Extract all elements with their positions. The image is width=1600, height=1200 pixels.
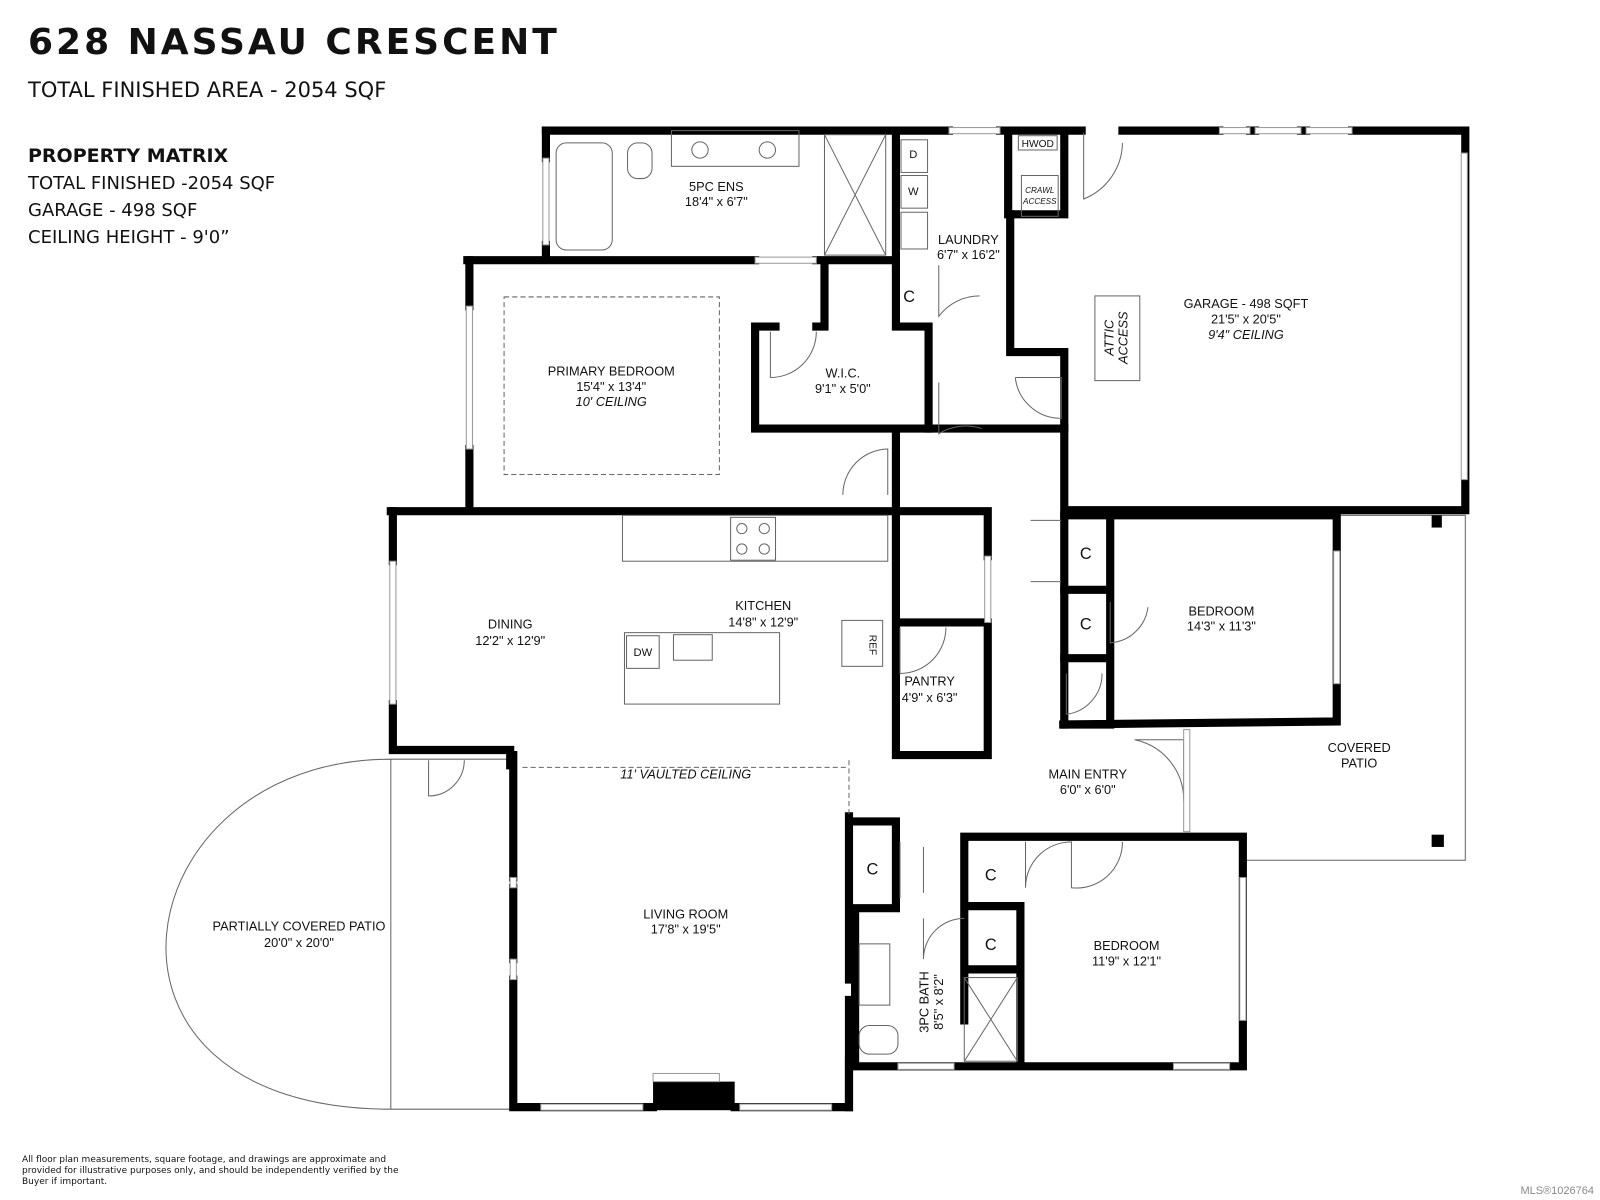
fixtures bbox=[428, 130, 1185, 1062]
room-label: PRIMARY BEDROOM bbox=[548, 364, 675, 379]
room-dims: 20'0" x 20'0" bbox=[264, 935, 334, 950]
page-title: 628 NASSAU CRESCENT bbox=[28, 22, 560, 63]
room-dims: 14'8" x 12'9" bbox=[728, 615, 798, 630]
room-label: LAUNDRY bbox=[938, 232, 999, 247]
crawl-label: CRAWL bbox=[1025, 186, 1054, 195]
closet-label: C bbox=[1080, 545, 1092, 563]
room-label: PARTIALLY COVERED PATIO bbox=[213, 919, 386, 934]
washer-label: W bbox=[908, 186, 919, 198]
closet-label: C bbox=[985, 936, 997, 954]
disclaimer: All floor plan measurements, square foot… bbox=[22, 1155, 399, 1187]
room-label: BEDROOM bbox=[1188, 603, 1254, 618]
crawl-label: ACCESS bbox=[1022, 197, 1057, 206]
vaulted-ceiling-label: 11' VAULTED CEILING bbox=[620, 767, 751, 782]
closet-label: C bbox=[903, 288, 915, 306]
attic-label: ATTIC bbox=[1101, 319, 1116, 357]
closet-label: C bbox=[1080, 616, 1092, 634]
closet-label: C bbox=[985, 867, 997, 885]
hwod-label: HWOD bbox=[1022, 139, 1054, 150]
property-matrix: PROPERTY MATRIX TOTAL FINISHED -2054 SQF… bbox=[28, 143, 275, 251]
patio-outline bbox=[165, 758, 392, 1110]
room-dims: 11'9" x 12'1" bbox=[1092, 953, 1161, 968]
room-label: MAIN ENTRY bbox=[1049, 767, 1128, 782]
room-dims: 6'0" x 6'0" bbox=[1060, 782, 1116, 797]
matrix-line: TOTAL FINISHED -2054 SQF bbox=[28, 173, 276, 194]
room-label: W.I.C. bbox=[825, 366, 860, 381]
room-dims: 6'7" x 16'2" bbox=[937, 247, 1000, 262]
room-label: 3PC BATH bbox=[917, 971, 932, 1032]
room-label: LIVING ROOM bbox=[643, 906, 728, 921]
room-label: KITCHEN bbox=[735, 598, 791, 613]
mls-number: MLS®1026764 bbox=[1520, 1185, 1594, 1197]
room-label: 5PC ENS bbox=[689, 179, 744, 194]
room-dims: 12'2" x 12'9" bbox=[475, 633, 545, 648]
matrix-heading: PROPERTY MATRIX bbox=[28, 145, 229, 167]
room-dims: 18'4" x 6'7" bbox=[685, 194, 748, 209]
matrix-line: CEILING HEIGHT - 9'0” bbox=[28, 227, 230, 248]
room-label: BEDROOM bbox=[1094, 938, 1160, 953]
room-label: COVERED bbox=[1328, 740, 1391, 755]
room-label: PANTRY bbox=[904, 674, 955, 689]
room-dims: 9'1" x 5'0" bbox=[815, 381, 871, 396]
room-dims: 8'5" x 8'2" bbox=[931, 974, 946, 1030]
windows bbox=[389, 127, 1468, 1111]
room-label: GARAGE - 498 SQFT bbox=[1184, 296, 1309, 311]
attic-label: ACCESS bbox=[1116, 311, 1131, 365]
room-ceiling: 10' CEILING bbox=[576, 394, 647, 409]
room-label: DINING bbox=[488, 617, 533, 632]
fridge-label: REF bbox=[866, 635, 877, 655]
room-dims: 15'4" x 13'4" bbox=[576, 379, 646, 394]
dryer-label: D bbox=[909, 149, 917, 161]
covered-patio-outline bbox=[1242, 514, 1466, 861]
room-dims: 14'3" x 11'3" bbox=[1187, 619, 1256, 634]
dishwasher-label: DW bbox=[634, 647, 653, 659]
total-area: TOTAL FINISHED AREA - 2054 SQF bbox=[28, 78, 387, 102]
room-label: PATIO bbox=[1341, 755, 1377, 770]
room-dims: 4'9" x 6'3" bbox=[902, 690, 958, 705]
room-dims: 21'5" x 20'5" bbox=[1211, 311, 1281, 326]
room-ceiling: 9'4" CEILING bbox=[1208, 327, 1284, 342]
closet-label: C bbox=[867, 860, 879, 878]
matrix-line: GARAGE - 498 SQF bbox=[28, 200, 198, 221]
walls bbox=[386, 126, 1470, 1112]
room-dims: 17'8" x 19'5" bbox=[651, 922, 721, 937]
